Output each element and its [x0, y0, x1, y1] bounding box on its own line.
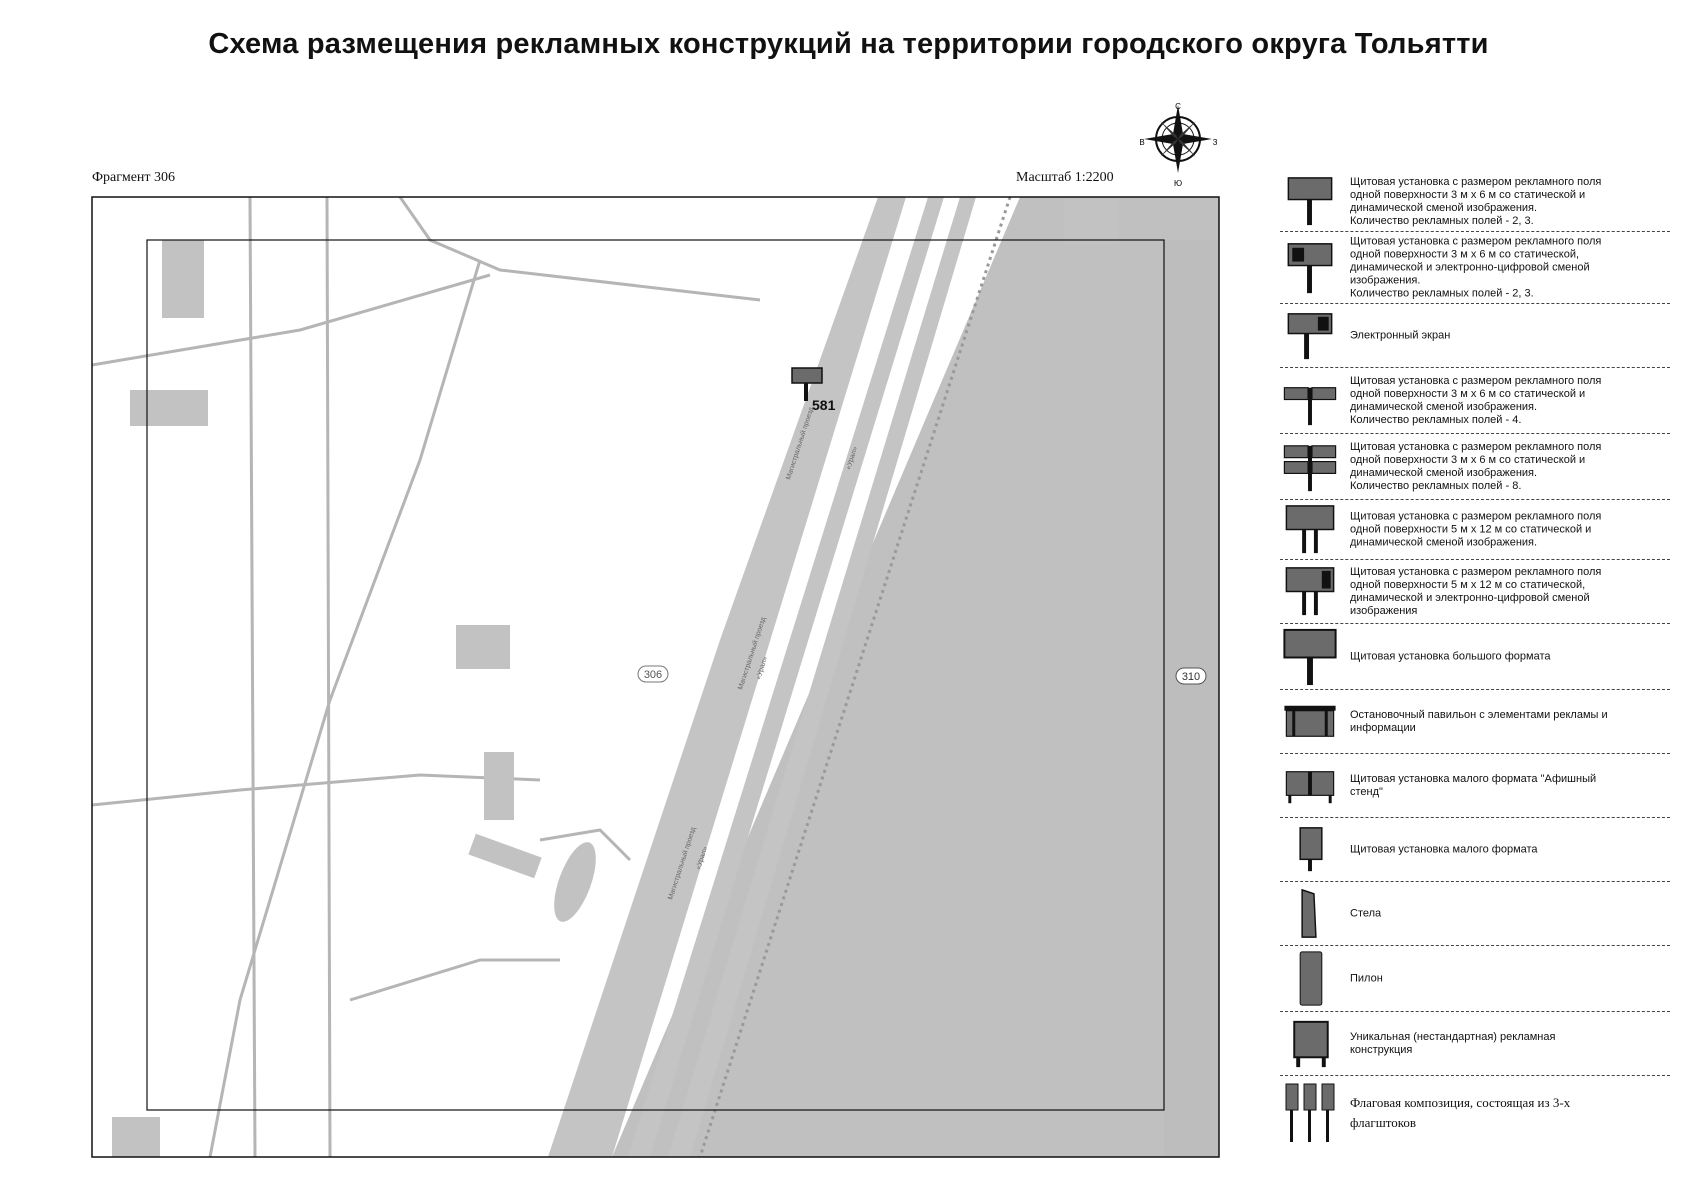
legend-text: Щитовая установка с размером рекламного …	[1350, 440, 1602, 492]
legend-item: Стела	[1280, 882, 1670, 946]
billboard-5x12-icon	[1285, 505, 1335, 554]
legend-text: Электронный экран	[1350, 329, 1451, 341]
adjacent-zone-label: 310	[1182, 671, 1200, 683]
road-strip-3	[668, 197, 976, 1157]
legend-item: Щитовая установка малого формата "Афишны…	[1280, 754, 1670, 818]
map-frame	[91, 196, 1220, 1158]
billboard-8-fields-icon	[1283, 445, 1337, 492]
billboard-3x6-icon	[1287, 177, 1333, 226]
legend-item: Уникальная (нестандартная) рекламная кон…	[1280, 1012, 1670, 1076]
land-area	[612, 197, 1219, 1157]
building	[1064, 197, 1119, 245]
legend-text: Уникальная (нестандартная) рекламная кон…	[1350, 1030, 1556, 1056]
edge-strip	[1164, 240, 1219, 1157]
bus-stop-pavilion-icon	[1284, 705, 1336, 737]
legend-item: Щитовая установка с размером рекламного …	[1280, 434, 1670, 500]
billboard-marker[interactable]	[791, 367, 823, 401]
billboard-3x6-digital-icon	[1287, 243, 1333, 294]
legend-text: Щитовая установка большого формата	[1350, 650, 1551, 662]
building	[112, 1117, 160, 1157]
stele-icon	[1301, 888, 1317, 938]
legend-item: Щитовая установка малого формата	[1280, 818, 1670, 882]
small-format-icon	[1299, 827, 1323, 872]
legend-item: Щитовая установка большого формата	[1280, 624, 1670, 690]
legend-item: Остановочный павильон с элементами рекла…	[1280, 690, 1670, 754]
adjacent-zone-badge	[1175, 667, 1207, 685]
marker-label: 581	[812, 397, 836, 413]
zone-badge	[637, 665, 669, 683]
billboard-4-fields-icon	[1283, 387, 1337, 426]
flag-composition-icon	[1285, 1083, 1335, 1142]
building	[162, 240, 204, 318]
legend-text: Щитовая установка с размером рекламного …	[1350, 235, 1602, 299]
legend-item: Электронный экран	[1280, 304, 1670, 368]
building	[554, 842, 596, 922]
building	[130, 390, 208, 426]
legend-text: Щитовая установка с размером рекламного …	[1350, 374, 1602, 426]
legend-text: Щитовая установка малого формата "Афишны…	[1350, 772, 1597, 798]
legend-item: Щитовая установка с размером рекламного …	[1280, 500, 1670, 560]
legend-item: Пилон	[1280, 946, 1670, 1012]
building	[468, 833, 542, 879]
legend-item: Щитовая установка с размером рекламного …	[1280, 368, 1670, 434]
pylon-icon	[1299, 951, 1323, 1006]
legend-text: Щитовая установка с размером рекламного …	[1350, 565, 1602, 617]
building	[484, 752, 514, 820]
electronic-screen-icon	[1287, 313, 1333, 360]
legend-text: Стела	[1350, 907, 1382, 919]
fragment-label: Фрагмент 306	[92, 170, 176, 185]
billboard-marker-post	[804, 383, 808, 401]
zone-label: 306	[644, 669, 662, 681]
billboard-5x12-digital-icon	[1285, 567, 1335, 616]
unique-construction-icon	[1293, 1020, 1329, 1068]
building	[456, 625, 510, 669]
fragment-frame	[146, 239, 1165, 1111]
legend-text: Щитовая установка с размером рекламного …	[1350, 175, 1602, 227]
road-strip-2	[628, 197, 944, 1157]
legend-item: Щитовая установка с размером рекламного …	[1280, 172, 1670, 232]
railway-line	[698, 197, 1012, 1157]
buildings	[112, 197, 1119, 1157]
billboard-marker-icon	[791, 367, 823, 384]
legend-text: Щитовая установка с размером рекламного …	[1350, 510, 1602, 548]
legend-item: Флаговая композиция, состоящая из 3-х фл…	[1280, 1076, 1670, 1150]
scale-label: Масштаб 1:2200	[1016, 170, 1114, 185]
legend-text: Пилон	[1350, 972, 1383, 984]
minor-roads	[92, 197, 761, 1157]
legend-text: Щитовая установка малого формата	[1350, 843, 1538, 855]
road-strip-main	[548, 197, 906, 1157]
legend-item: Щитовая установка с размером рекламного …	[1280, 232, 1670, 304]
large-format-billboard-icon	[1283, 628, 1337, 686]
legend-text: Флаговая композиция, состоящая из 3-х фл…	[1350, 1095, 1571, 1130]
legend-text: Остановочный павильон с элементами рекла…	[1350, 708, 1608, 734]
legend-item: Щитовая установка с размером рекламного …	[1280, 560, 1670, 624]
poster-stand-icon	[1285, 771, 1335, 804]
page-title: Схема размещения рекламных конструкций н…	[208, 28, 1489, 60]
